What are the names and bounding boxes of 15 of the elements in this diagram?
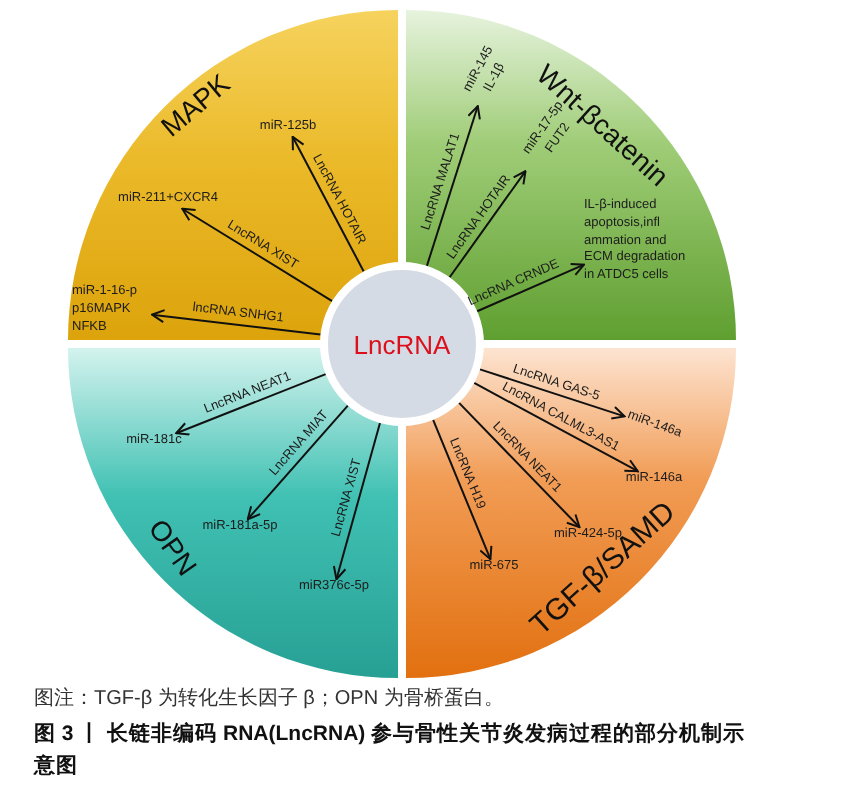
figure-caption: 图 3 丨 长链非编码 RNA(LncRNA) 参与骨性关节炎发病过程的部分机制示意图 <box>34 720 748 782</box>
arrow <box>448 170 527 279</box>
arrow <box>432 418 493 561</box>
arrow <box>476 262 585 313</box>
arrow <box>291 135 365 273</box>
arrow <box>181 207 334 302</box>
arrow <box>425 105 481 267</box>
arrow <box>458 401 581 529</box>
arrow <box>246 404 349 521</box>
arrow <box>151 309 322 336</box>
arrow <box>479 368 626 420</box>
figure-note: 图注：TGF-β 为转化生长因子 β；OPN 为骨桥蛋白。 <box>34 686 506 714</box>
arrow <box>175 373 327 436</box>
arrow <box>332 422 381 581</box>
arrow <box>473 381 639 473</box>
